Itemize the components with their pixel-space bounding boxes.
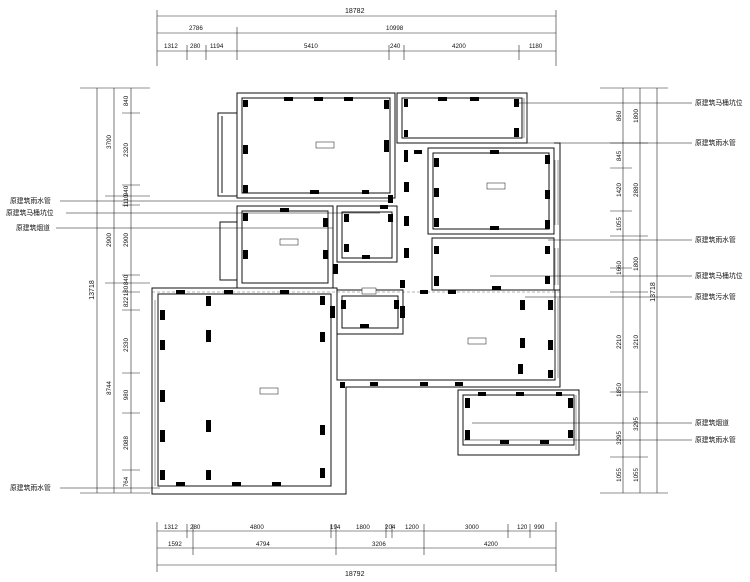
left-dim-label: 2900	[123, 233, 130, 247]
left-total-label: 13718	[89, 280, 96, 300]
left-dim-label: 3700	[106, 135, 113, 149]
bottom-dim-label: 194	[330, 524, 341, 531]
right-dim-label: 1800	[633, 257, 640, 271]
bottom-dim-label: 120	[517, 524, 528, 531]
right-dim-label: 1055	[633, 468, 640, 482]
annotations-right: 原建筑马桶坑位 原建筑雨水管 原建筑雨水管 原建筑马桶坑位 原建筑污水管 原建筑…	[695, 98, 743, 444]
bottom-dim-label: 1312	[164, 524, 178, 531]
right-dimension-labels: 13718 1800 2880 1800 3210 3295 1055 860 …	[616, 109, 657, 482]
left-dim-label: 180	[123, 285, 130, 296]
bottom-dim-label: 3000	[465, 524, 479, 531]
left-dimensions	[80, 87, 150, 494]
top-total-label: 18782	[345, 8, 365, 15]
bottom-dim-label: 4200	[484, 541, 498, 548]
annotation-label: 原建筑马桶坑位	[6, 208, 54, 217]
structural-columns	[160, 97, 573, 486]
left-dim-label: 2088	[123, 436, 130, 450]
annotation-label: 原建筑雨水管	[695, 435, 736, 444]
top-dimensions	[156, 10, 557, 66]
right-dim-label: 3295	[616, 431, 623, 445]
annotation-label: 原建筑雨水管	[10, 196, 51, 205]
annotation-label: 原建筑雨水管	[695, 138, 736, 147]
top-dim-label: 10998	[386, 25, 404, 32]
right-dimensions	[600, 87, 668, 494]
bottom-dim-label: 4800	[250, 524, 264, 531]
right-dim-label: 1660	[616, 261, 623, 275]
top-dim-label: 1194	[210, 43, 224, 50]
right-dim-label: 1800	[633, 109, 640, 123]
right-total-label: 13718	[650, 282, 657, 302]
right-dim-label: 1055	[616, 468, 623, 482]
right-dim-label: 1850	[616, 383, 623, 397]
bottom-dim-label: 990	[534, 524, 545, 531]
annotation-label: 原建筑马桶坑位	[695, 98, 743, 107]
bottom-dim-label: 1800	[356, 524, 370, 531]
top-dimension-labels: 18782 2786 10998 1312 280 1194 5410 240 …	[164, 8, 543, 50]
bottom-total-label: 18792	[345, 571, 365, 578]
left-dim-label: 940	[123, 185, 130, 196]
annotation-label: 原建筑马桶坑位	[695, 271, 743, 280]
bottom-dim-label: 1592	[168, 541, 182, 548]
right-dim-label: 2880	[633, 183, 640, 197]
right-dim-label: 845	[616, 150, 623, 161]
right-dim-label: 860	[616, 110, 623, 121]
annotation-label: 原建筑雨水管	[695, 235, 736, 244]
left-dim-label: 2320	[123, 143, 130, 157]
left-dim-label: 8744	[106, 381, 113, 395]
bottom-dimensions	[156, 522, 557, 572]
top-dim-label: 4200	[452, 43, 466, 50]
right-dim-label: 1055	[616, 217, 623, 231]
bottom-dim-label: 3206	[372, 541, 386, 548]
right-dim-label: 2210	[616, 335, 623, 349]
left-dim-label: 840	[123, 95, 130, 106]
right-dim-label: 1420	[616, 183, 623, 197]
annotation-label: 原建筑烟道	[695, 418, 729, 427]
left-dimension-labels: 13718 3700 2900 8744 840 2320 940 1110 2…	[89, 95, 130, 487]
top-dim-label: 1312	[164, 43, 178, 50]
top-dim-label: 5410	[304, 43, 318, 50]
windows	[151, 98, 580, 486]
annotations-left: 原建筑雨水管 原建筑马桶坑位 原建筑烟道 原建筑雨水管	[6, 196, 54, 492]
top-dim-label: 280	[190, 43, 201, 50]
left-dim-label: 822	[123, 296, 130, 307]
left-dim-label: 2330	[123, 338, 130, 352]
top-dim-label: 240	[390, 43, 401, 50]
bottom-dimension-labels: 1312 280 4800 194 1800 204 1200 3000 120…	[164, 524, 545, 578]
bottom-dim-label: 280	[190, 524, 201, 531]
bottom-dim-label: 4794	[256, 541, 270, 548]
left-dim-label: 764	[123, 476, 130, 487]
bottom-dim-label: 204	[385, 524, 396, 531]
left-dim-label: 2900	[106, 233, 113, 247]
left-dim-label: 980	[123, 389, 130, 400]
annotation-label: 原建筑污水管	[695, 292, 736, 301]
leader-lines	[56, 102, 692, 489]
top-dim-label: 1180	[529, 43, 543, 50]
annotation-label: 原建筑烟道	[16, 223, 50, 232]
left-dim-label: 840	[123, 274, 130, 285]
top-dim-label: 2786	[189, 25, 203, 32]
right-dim-label: 3210	[633, 335, 640, 349]
bottom-dim-label: 1200	[405, 524, 419, 531]
annotation-label: 原建筑雨水管	[10, 483, 51, 492]
right-dim-label: 3295	[633, 417, 640, 431]
room-tags	[259, 141, 506, 395]
